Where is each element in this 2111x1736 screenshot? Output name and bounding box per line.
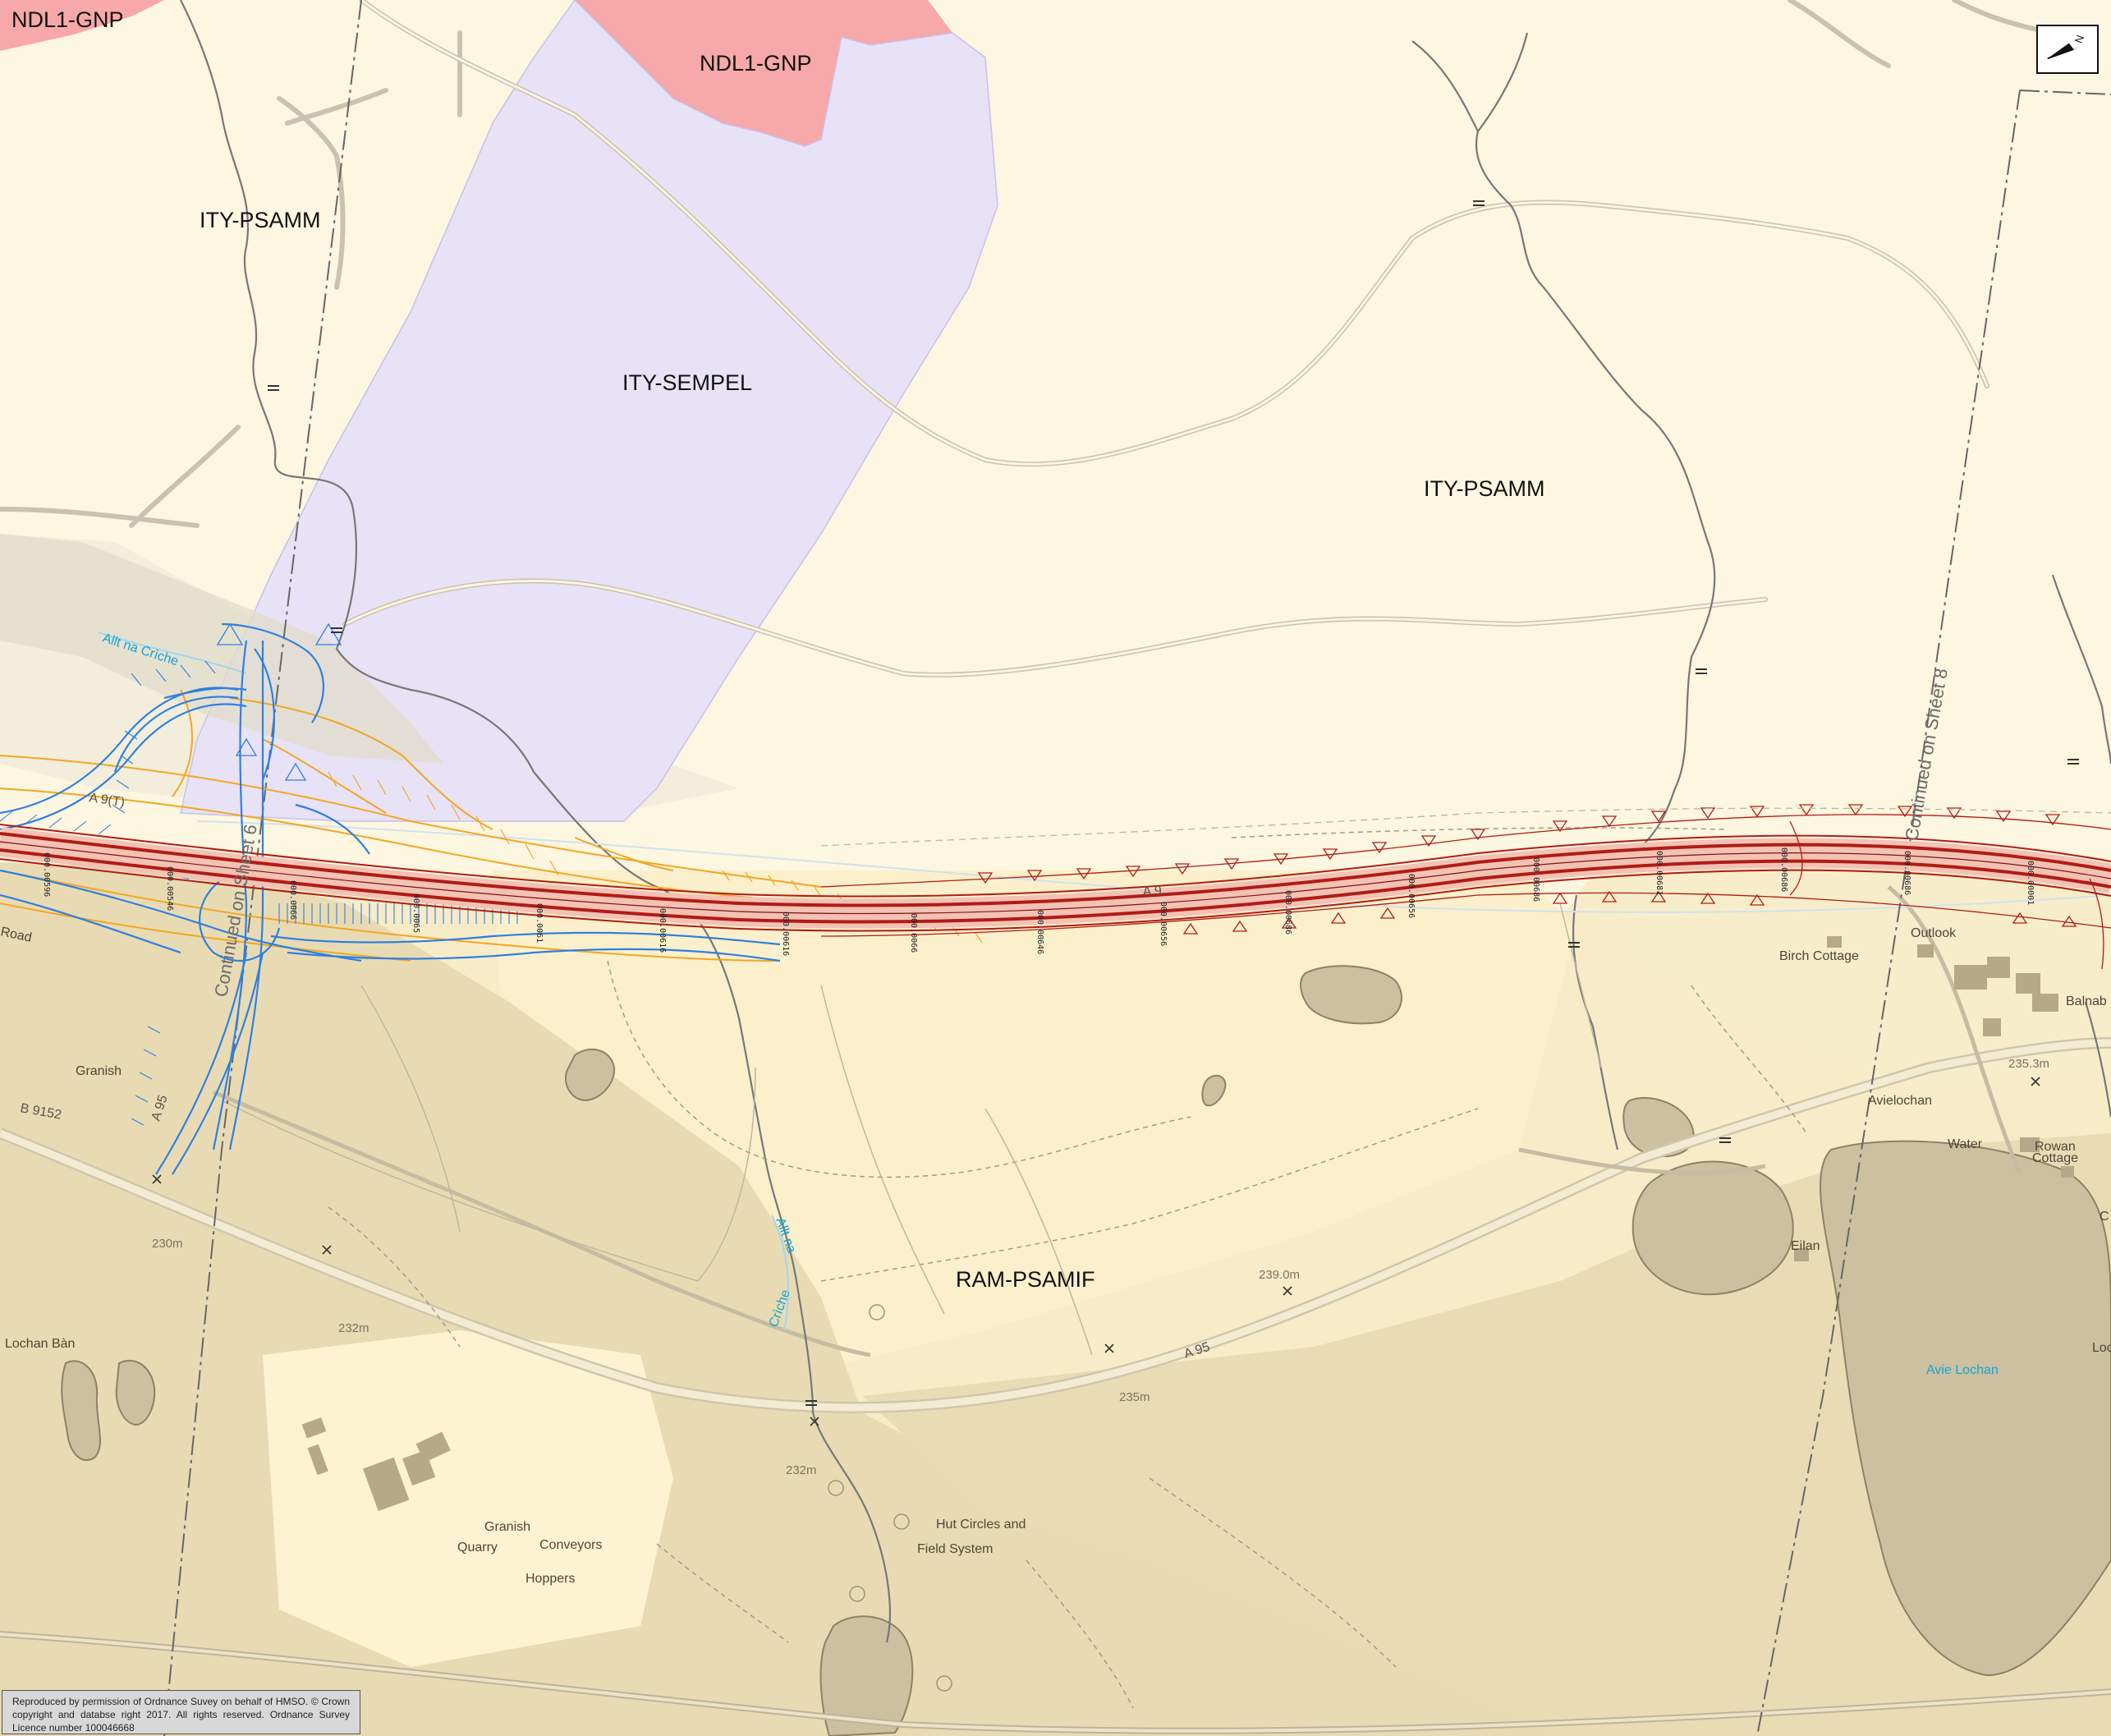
chainage-label: 000.00686 (1902, 851, 1911, 895)
design-junction-blue-fans (216, 622, 342, 781)
loch-center-oval (1300, 965, 1403, 1025)
place-label-lochan-ban: Lochan Bàn (5, 1337, 75, 1351)
height-label-232-a: 232m (338, 1321, 369, 1335)
chainage-label: 000.00681 (1654, 851, 1664, 895)
loch-small-mid (1201, 1074, 1227, 1107)
loch-south (819, 1615, 914, 1736)
light-patch-south (263, 1330, 673, 1667)
design-junction-blue-hatch (0, 660, 518, 1126)
place-label-avielochan: Avielochan (1868, 1094, 1932, 1108)
chainage-label: 000.0061 (535, 903, 544, 943)
place-label-outlook: Outlook (1911, 926, 1957, 940)
buildings (301, 936, 2074, 1512)
boundary-dashed-north (820, 807, 2111, 847)
hut-circles (828, 1304, 952, 1692)
zone-ndl1-gnp-main (575, 0, 952, 146)
chainage-label: 000.00656 (1159, 902, 1168, 946)
place-label-granish-quarry: Granish (484, 1520, 530, 1534)
place-label-eilan: Eilan (1791, 1239, 1820, 1253)
height-label-230: 230m (152, 1237, 183, 1251)
a95-road (0, 1037, 2111, 1413)
chainage-label: 000.00656 (1407, 874, 1416, 918)
height-label-239: 239.0m (1259, 1268, 1300, 1282)
loch-avie (1820, 1140, 2111, 1677)
field-boundaries (221, 902, 1602, 1356)
chainage-label: 000.00616 (781, 912, 790, 956)
railway-line (0, 1631, 2111, 1734)
zone-ity-sempel (180, 0, 998, 822)
place-label-quarry: Quarry (457, 1541, 498, 1555)
existing-tracks-edge (343, 0, 1989, 677)
water-label-avie-lochan: Avie Lochan (1926, 1363, 1999, 1377)
north-letter: N (2072, 34, 2086, 45)
chainage-label: 000.00686 (1283, 890, 1292, 935)
chainage-label: 000.00646 (1035, 910, 1044, 954)
stream-allt-na-criche (98, 631, 247, 674)
zone-label-ndl1-gnp-main: NDL1-GNP (700, 51, 812, 76)
zone-label-ity-psamm-east: ITY-PSAMM (1424, 476, 1545, 501)
stream-allt-na-criche-south (771, 1215, 789, 1331)
chainage-label: 000.0066 (288, 880, 297, 920)
chainage-label: 000.00686 (1779, 847, 1788, 892)
zone-label-ram-psamif: RAM-PSAMIF (956, 1267, 1095, 1292)
north-arrow: N (2036, 25, 2099, 74)
place-label-balnab: Balnab (2066, 994, 2107, 1008)
chainage-label: 000.0065 (411, 893, 420, 933)
crossing-symbols (268, 200, 2079, 1406)
minor-roads-south (213, 885, 2022, 1357)
north-arrow-icon: N (2047, 34, 2086, 60)
place-label-field-system: Field System (917, 1542, 993, 1556)
loch-small-west (565, 1048, 616, 1102)
chainage-label: 000.00686 (1531, 857, 1540, 902)
place-label-conveyors: Conveyors (539, 1538, 602, 1552)
chainage-label: 000.00001 (2026, 861, 2035, 905)
loch-east-small (1631, 1160, 1794, 1296)
zone-label-ity-sempel: ITY-SEMPEL (622, 370, 752, 395)
copyright-notice: Reproduced by permission of Ordnance Suv… (2, 1690, 360, 1734)
zone-label-ndl1-gnp-corner: NDL1-GNP (11, 7, 124, 32)
proposed-dual-carriageway (0, 824, 2111, 932)
place-label-cottage: Cottage (2032, 1151, 2078, 1165)
woodland-central-south (862, 1133, 2111, 1736)
place-label-birch-cottage: Birch Cottage (1779, 949, 1859, 963)
road-label-a9-west: A 9(T) (88, 791, 126, 810)
place-label-loc-edge: Loc (2092, 1341, 2111, 1355)
height-label-235-3: 235.3m (2008, 1057, 2049, 1071)
sheet-boundaries (163, 0, 2111, 1736)
place-label-rowan: Rowan (2035, 1140, 2076, 1154)
loch-lochan-ban-a (61, 1360, 101, 1462)
grey-band-north-west (0, 534, 443, 764)
road-label-a9-mid: A 9 (1142, 884, 1162, 899)
x-markers (152, 1077, 2040, 1426)
chainage-label: 000.0066 (909, 913, 918, 953)
chainage-label: 000.00616 (658, 908, 667, 953)
chainage-labels: 000.00596 000.00546 000.0066 000.0065 00… (42, 847, 2035, 956)
height-label-235: 235m (1119, 1390, 1150, 1404)
loch-lochan-ban-b (115, 1359, 156, 1426)
chainage-label: 000.00546 (165, 866, 174, 911)
zone-label-ity-psamm-west: ITY-PSAMM (200, 208, 321, 232)
height-label-232-b: 232m (786, 1463, 817, 1477)
place-label-water: Water (1948, 1137, 1983, 1151)
zone-ndl1-gnp-corner (0, 0, 164, 51)
place-label-hut-circles: Hut Circles and (936, 1518, 1026, 1532)
rivers (180, 0, 2111, 1643)
place-label-c-edge: C (2100, 1210, 2109, 1224)
place-label-hoppers: Hoppers (525, 1572, 575, 1586)
chainage-label: 000.00596 (42, 852, 51, 897)
place-label-granish: Granish (76, 1064, 122, 1078)
proposed-road-earthworks (820, 804, 2111, 970)
